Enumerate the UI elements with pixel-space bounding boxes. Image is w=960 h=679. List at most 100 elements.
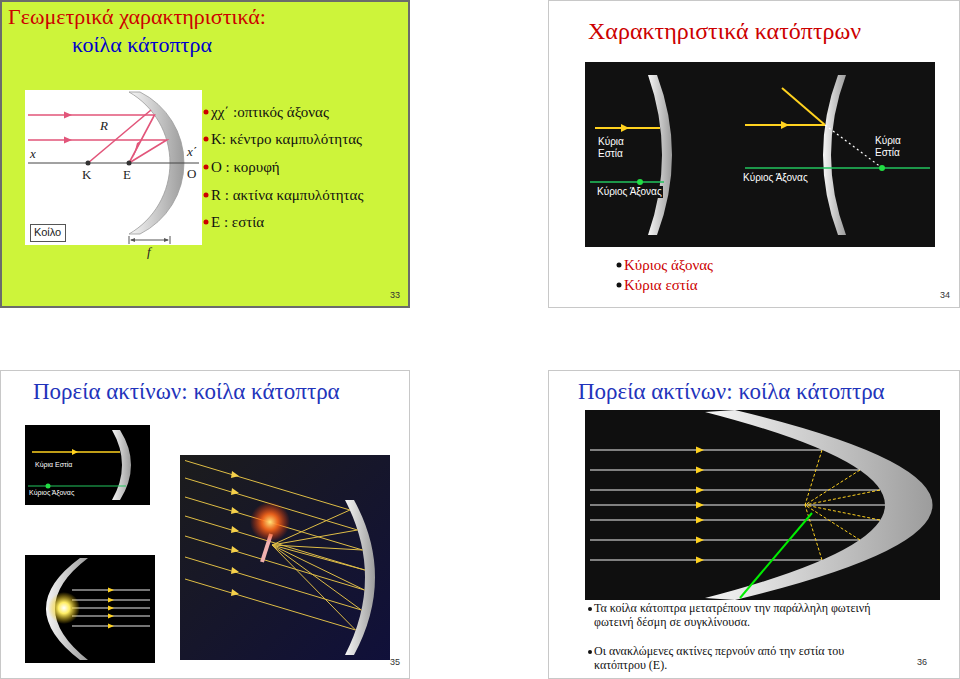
- concave-mirror-figure-part: [164, 238, 169, 242]
- concave-mirror-figure-part: [28, 163, 199, 164]
- bullet-mark-part: [204, 110, 209, 115]
- candle-mirror-figure-part-part: [231, 546, 239, 553]
- candle-mirror-figure-part: [180, 455, 390, 660]
- bullet-text: R : ακτίνα καμπυλότητας: [211, 186, 363, 204]
- dimension-label: f: [147, 244, 151, 260]
- label-slot: Ο: [187, 166, 196, 182]
- image-caption: Κύριος Άξονας: [742, 172, 809, 184]
- bullet-text: Κύρια εστία: [624, 276, 698, 294]
- label-slot: Κύρια Εστία: [34, 461, 73, 469]
- bullet-text: Κ: κέντρο καμπυλότητας: [211, 130, 362, 148]
- image-caption: Κύρια Εστία: [34, 461, 73, 469]
- label-slot: Κύρια Εστία: [874, 135, 912, 159]
- bullet-text: Κύριος άξονας: [624, 256, 713, 274]
- bullet-text: χχ΄ :οπτικός άξονας: [211, 103, 329, 121]
- lamp-mirror-figure-part-part: [108, 614, 114, 619]
- text-slot: Κοίλο: [34, 226, 62, 239]
- radius-label: R: [100, 118, 108, 134]
- candle-mirror-figure-part-part: [185, 461, 350, 546]
- converging-rays-figure-part-part: [805, 490, 880, 505]
- candle-mirror-figure: [180, 455, 390, 660]
- label-slot: 35: [390, 657, 400, 668]
- text-slot: Ε : εστία: [211, 213, 264, 231]
- mirror-axis-figure-part: [621, 124, 629, 132]
- point-label: Ε: [123, 167, 131, 183]
- mirror-axis-figure-part: [781, 121, 789, 129]
- point-label: Ο: [187, 166, 196, 182]
- lamp-mirror-figure: [25, 555, 155, 663]
- text-slot: χχ΄ :οπτικός άξονας: [211, 103, 329, 121]
- converging-rays-figure-part-part: [805, 450, 822, 505]
- candle-mirror-figure-part-part: [185, 478, 358, 545]
- label-slot: 36: [917, 657, 927, 668]
- slide-panel: Γεωμετρικά χαρακτηριστικά:κοίλα κάτοπτρα…: [0, 0, 410, 308]
- label-slot: x: [30, 146, 36, 162]
- slide-number: 33: [390, 290, 400, 301]
- slide-title: Πορεία ακτίνων: κοίλα κάτοπτρα: [578, 378, 885, 406]
- candle-mirror-figure-part-part: [185, 536, 364, 590]
- converging-rays-figure-part: [696, 447, 704, 564]
- mirror-axis-figure-part: [745, 167, 930, 169]
- bullet-mark-part: [617, 263, 622, 268]
- converging-rays-figure-part-part: [805, 470, 860, 505]
- lamp-mirror-figure-part: [72, 590, 150, 626]
- bullet-text: Τα κοίλα κάτοπτρα μετατρέπουν την παράλλ…: [594, 601, 899, 629]
- ray-figure-small-part: [28, 485, 126, 486]
- candle-mirror-figure-part: [345, 500, 375, 655]
- converging-rays-figure-part-part: [805, 505, 860, 540]
- mirror-axis-figure-part: [823, 75, 846, 235]
- label-slot: Κύριος Άξονας: [596, 186, 663, 198]
- mirror-axis-figure-part: [879, 165, 885, 171]
- label-slot: Κύρια Εστία: [597, 136, 635, 160]
- converging-rays-figure-part: [585, 410, 940, 600]
- concave-mirror-figure-part: [131, 240, 168, 241]
- converging-rays-figure-part-part: [696, 467, 704, 474]
- text-slot: Οι ανακλώμενες ακτίνες περνούν από την ε…: [594, 644, 894, 672]
- bullet-text: Ο : κορυφή: [211, 158, 280, 176]
- image-caption: Κύριος Άξονας: [596, 186, 663, 198]
- lamp-mirror-figure-part: [108, 588, 114, 629]
- mirror-axis-figure-part: [637, 179, 643, 185]
- point-label: Κ: [82, 167, 91, 183]
- converging-rays-figure-part: [805, 450, 880, 560]
- bullet-mark-part: [204, 193, 209, 198]
- converging-rays-figure-part-part: [590, 539, 860, 540]
- converging-rays-figure-part: [740, 513, 812, 598]
- mirror-axis-figure: [585, 62, 935, 247]
- concave-mirror-figure: [25, 90, 202, 245]
- text-slot: Κύριος άξονας: [624, 256, 713, 274]
- slide-panel: Πορεία ακτίνων: κοίλα κάτοπτρα Τα κοίλα κ…: [548, 370, 960, 679]
- concave-mirror-figure-part: [64, 112, 72, 119]
- lamp-mirror-figure-part-part: [108, 606, 114, 611]
- text-slot: Γεωμετρικά χαρακτηριστικά:: [8, 4, 266, 30]
- axis-end-label: x: [30, 146, 36, 162]
- label-slot: f: [147, 244, 151, 260]
- text-slot: Πορεία ακτίνων: κοίλα κάτοπτρα: [578, 378, 885, 406]
- ray-figure-small-part: [112, 430, 131, 500]
- concave-mirror-figure-part: [129, 236, 130, 244]
- label-slot: 34: [940, 290, 950, 301]
- slide-number: 35: [390, 657, 400, 668]
- candle-mirror-figure-part: [250, 502, 290, 542]
- bullet-text: Οι ανακλώμενες ακτίνες περνούν από την ε…: [594, 644, 894, 672]
- converging-rays-figure-part-part: [590, 519, 880, 520]
- text-slot: κοίλα κάτοπτρα: [72, 32, 212, 58]
- label-slot: Ε: [123, 167, 131, 183]
- ray-figure-small-part: [72, 449, 78, 455]
- mirror-axis-figure-part: [648, 75, 672, 235]
- slide-ground-part: [1, 1, 409, 307]
- converging-rays-figure-part-part: [696, 557, 704, 564]
- image-caption: Κύριος Άξονας: [28, 489, 75, 497]
- bullet-mark-part: [617, 283, 622, 288]
- lamp-mirror-figure-part: [46, 558, 88, 660]
- concave-mirror-figure-part: [127, 161, 132, 166]
- mirror-axis-figure-part: [590, 181, 664, 183]
- candle-mirror-figure-part-part: [185, 545, 356, 630]
- axis-end-label: x΄: [187, 144, 197, 160]
- candle-mirror-figure-part-part: [231, 589, 239, 596]
- text-slot: Ο : κορυφή: [211, 158, 280, 176]
